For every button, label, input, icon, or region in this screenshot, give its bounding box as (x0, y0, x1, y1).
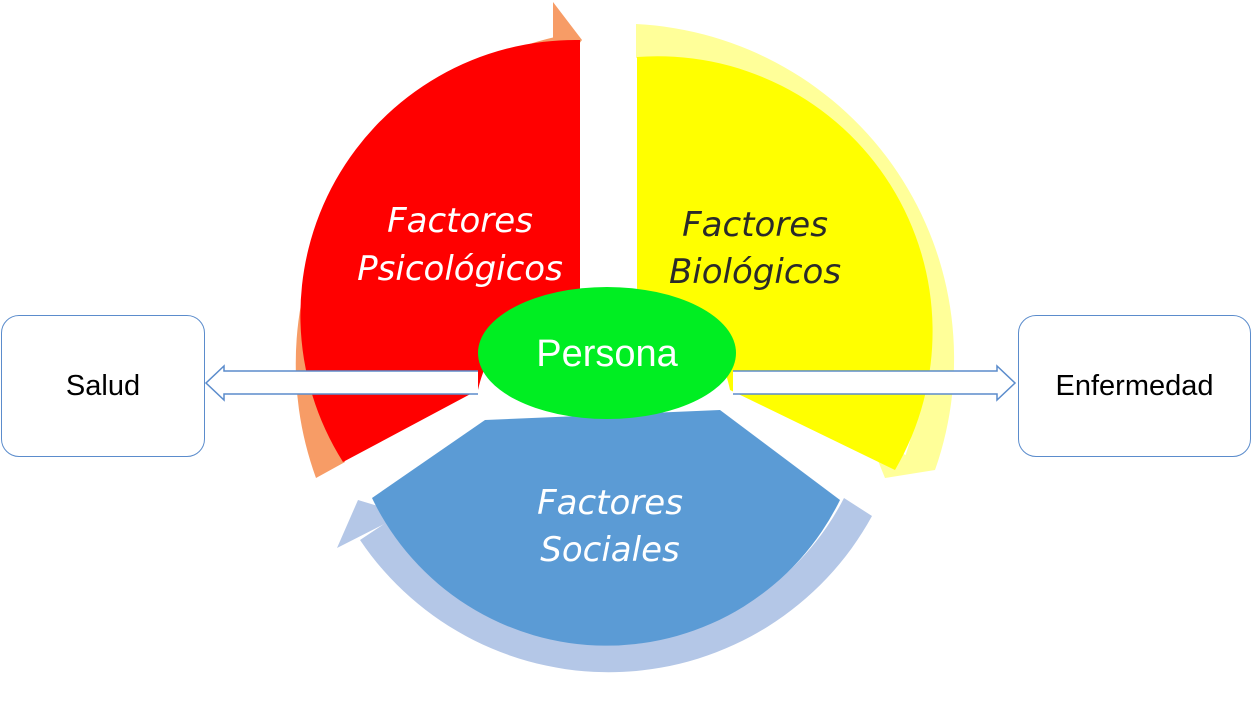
enfermedad-box: Enfermedad (1018, 315, 1251, 457)
biologicos-label-line1: Factores (682, 205, 828, 245)
psicologicos-label-line1: Factores (387, 201, 533, 241)
sociales-label-line1: Factores (537, 483, 683, 523)
segment-sociales (372, 410, 840, 646)
enfermedad-label: Enfermedad (1055, 369, 1214, 402)
sociales-arrow-ring (360, 498, 872, 673)
salud-box: Salud (1, 315, 205, 457)
persona-ellipse (478, 287, 736, 419)
biologicos-label-line2: Biológicos (669, 252, 841, 292)
psicologicos-label-line2: Psicológicos (357, 249, 563, 289)
persona-label: Persona (536, 333, 678, 375)
segment-biologicos (637, 56, 933, 471)
enfermedad-connector-arrow (733, 364, 1017, 402)
sociales-label-line2: Sociales (540, 530, 679, 570)
biologicos-arrow-ring (636, 24, 955, 470)
segment-psicologicos (300, 39, 580, 463)
salud-connector-arrow (204, 364, 478, 402)
salud-label: Salud (65, 369, 141, 402)
